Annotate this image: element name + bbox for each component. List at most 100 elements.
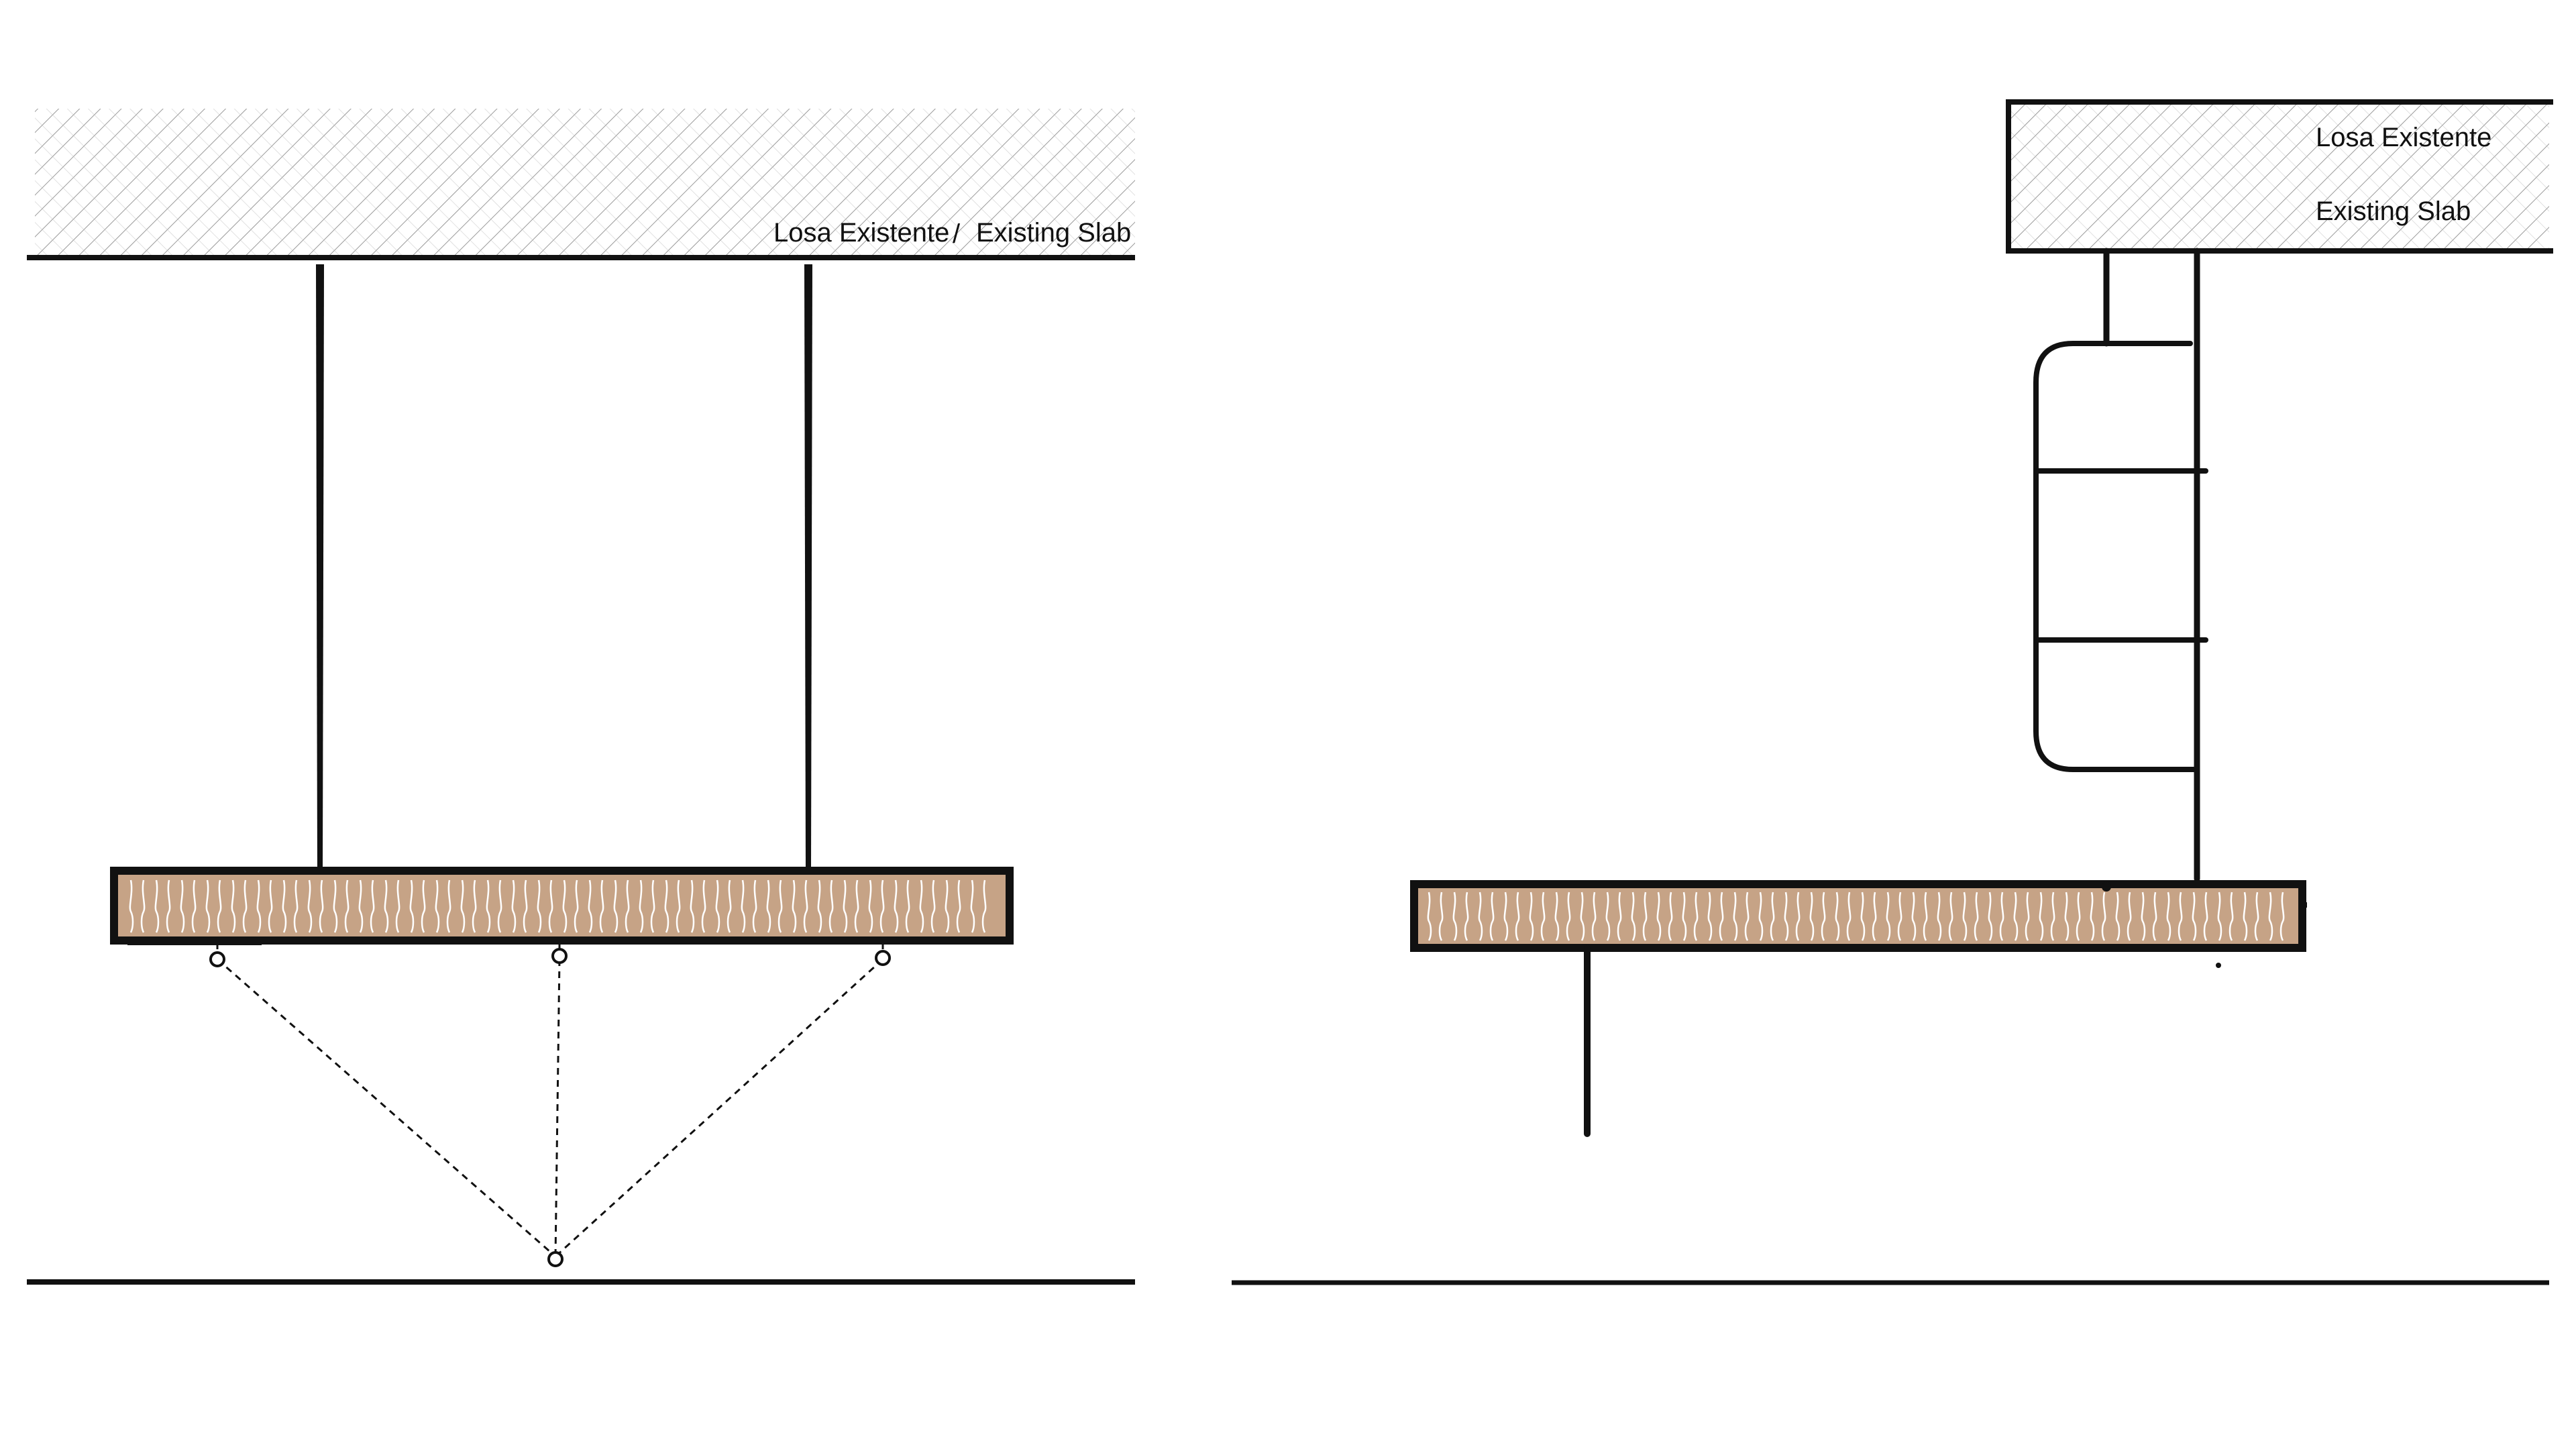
wood-grain-line: [588, 879, 593, 933]
wood-grain-line: [639, 879, 644, 933]
wood-grain-line: [1580, 892, 1585, 941]
wood-grain-line: [1897, 892, 1902, 941]
wood-grain-line: [344, 879, 350, 933]
wood-grain-line: [945, 879, 950, 933]
wood-grain-line: [817, 879, 822, 933]
wood-grain-line: [1835, 892, 1840, 941]
wood-grain-line: [486, 879, 491, 933]
left-slab-label-es: Losa Existente: [773, 218, 949, 248]
wood-grain-line: [2203, 892, 2208, 941]
wood-grain-line: [777, 879, 783, 933]
wood-grain-line: [1617, 892, 1622, 941]
wood-grain-line: [154, 879, 160, 933]
wood-grain-line: [1809, 892, 1815, 941]
wood-grain-line: [664, 879, 669, 933]
wood-grain-line: [803, 879, 808, 933]
wood-grain-line: [293, 879, 299, 933]
wood-grain-line: [792, 879, 797, 933]
wood-grain-line: [268, 879, 273, 933]
wood-grain-line: [217, 879, 222, 933]
wood-grain-line: [843, 879, 848, 933]
left-wood-grain: [129, 879, 987, 933]
wood-grain-line: [2064, 892, 2070, 941]
wood-grain-line: [854, 879, 859, 933]
right-wood-plank: [1410, 880, 2307, 968]
wood-grain-line: [676, 879, 681, 933]
wood-grain-line: [690, 879, 695, 933]
right-existing-slab: [2006, 99, 2553, 254]
wood-grain-line: [1464, 892, 1469, 941]
wood-grain-line: [1886, 892, 1891, 941]
wood-grain-line: [460, 879, 466, 933]
wood-grain-line: [1540, 892, 1546, 941]
wood-grain-line: [2279, 892, 2285, 941]
wood-grain-line: [613, 879, 619, 933]
wood-grain-line: [2229, 892, 2234, 941]
wood-grain-line: [2254, 892, 2259, 941]
wood-grain-line: [625, 879, 630, 933]
wood-grain-line: [2050, 892, 2055, 941]
wood-grain-line: [701, 879, 706, 933]
wood-grain-line: [1860, 892, 1866, 941]
right-slab-label-en: Existing Slab: [2316, 197, 2471, 226]
left-wood-plank: [110, 867, 1014, 945]
left-hanger-rod-2: [804, 264, 812, 871]
wood-grain-line: [2115, 892, 2121, 941]
wood-grain-line: [1682, 892, 1687, 941]
left-slab-label-separator: /: [953, 219, 961, 249]
wood-grain-line: [1988, 892, 1993, 941]
wood-grain-line: [1911, 892, 1917, 941]
wood-grain-line: [1821, 892, 1826, 941]
wood-grain-line: [727, 879, 732, 933]
wood-grain-line: [1707, 892, 1713, 941]
wood-grain-line: [828, 879, 834, 933]
wood-grain-line: [1503, 892, 1509, 941]
wood-grain-line: [421, 879, 426, 933]
wood-grain-line: [1605, 892, 1611, 941]
wood-grain-line: [1489, 892, 1495, 941]
right-wood-grain: [1427, 892, 2285, 941]
wood-grain-line: [205, 879, 211, 933]
wood-grain-line: [1719, 892, 1724, 941]
wood-grain-line: [1529, 892, 1534, 941]
wood-grain-line: [894, 879, 899, 933]
wood-grain-line: [1591, 892, 1597, 941]
wood-grain-line: [1974, 892, 1979, 941]
wood-grain-line: [2217, 892, 2222, 941]
wood-grain-line: [2192, 892, 2197, 941]
wood-grain-line: [1733, 892, 1738, 941]
wood-grain-line: [511, 879, 517, 933]
wood-grain-line: [370, 879, 375, 933]
wood-grain-line: [2013, 892, 2019, 941]
wood-grain-line: [231, 879, 236, 933]
wood-grain-line: [1758, 892, 1764, 941]
wood-grain-line: [1668, 892, 1673, 941]
wood-grain-line: [2243, 892, 2248, 941]
left-slab-label-en: Existing Slab: [976, 218, 1131, 248]
wood-grain-line: [256, 879, 262, 933]
wood-grain-line: [1427, 892, 1432, 941]
wood-grain-line: [2268, 892, 2273, 941]
wood-grain-line: [1438, 892, 1444, 941]
wood-grain-line: [766, 879, 771, 933]
wood-grain-line: [1566, 892, 1571, 941]
wood-grain-line: [395, 879, 400, 933]
wood-grain-line: [1478, 892, 1483, 941]
wood-grain-line: [523, 879, 528, 933]
wood-grain-line: [129, 879, 134, 933]
left-cable-rings: [209, 948, 891, 1267]
wood-grain-line: [140, 879, 146, 933]
wood-grain-line: [741, 879, 746, 933]
wood-grain-line: [1872, 892, 1877, 941]
wood-grain-line: [446, 879, 451, 933]
wood-grain-line: [1999, 892, 2004, 941]
wood-grain-line: [905, 879, 910, 933]
wood-grain-line: [497, 879, 502, 933]
wood-grain-line: [868, 879, 873, 933]
wood-grain-line: [435, 879, 440, 933]
wood-grain-line: [1452, 892, 1458, 941]
wood-grain-line: [1962, 892, 1968, 941]
wood-grain-line: [2178, 892, 2183, 941]
wood-grain-line: [1784, 892, 1789, 941]
